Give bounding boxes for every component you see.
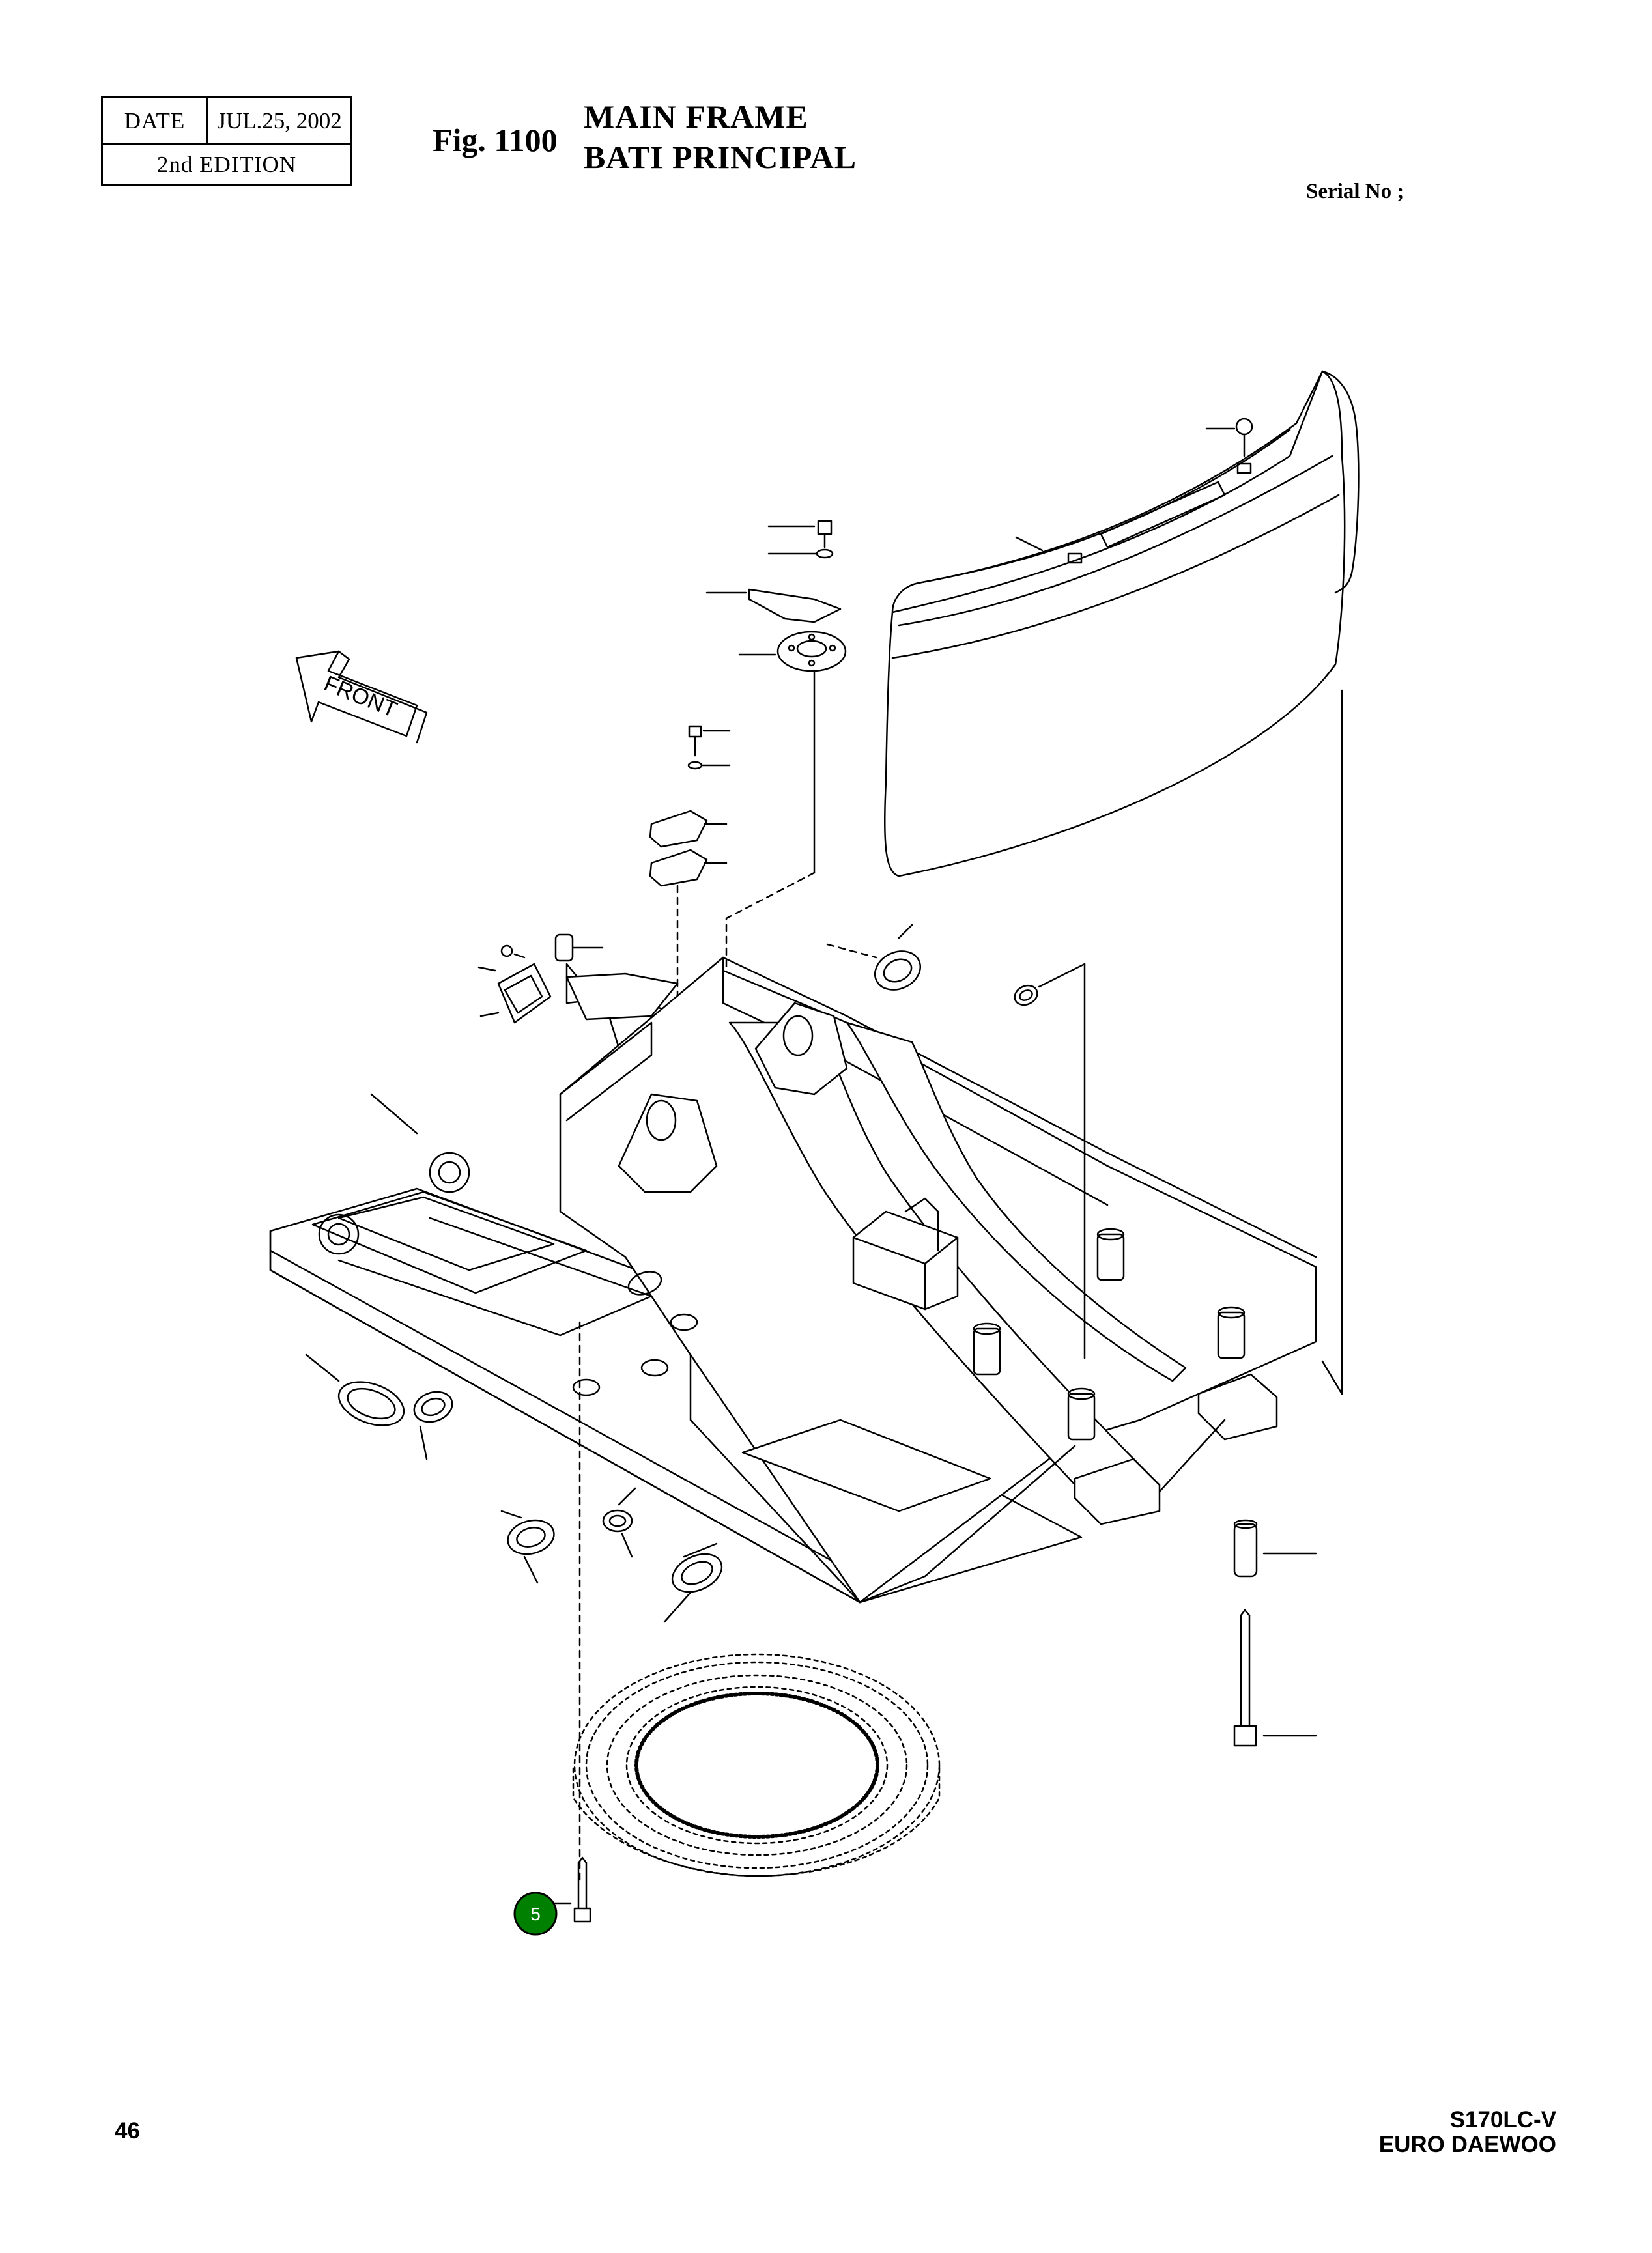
serial-number-label: Serial No ; (1306, 180, 1404, 203)
brand-name: EURO DAEWOO (1378, 2132, 1556, 2157)
date-row: DATE JUL.25, 2002 (103, 98, 350, 145)
frame-posts (973, 1228, 1246, 1441)
front-arrow-icon: FRONT (295, 650, 428, 744)
date-label: DATE (103, 98, 208, 143)
title-english: MAIN FRAME (584, 98, 808, 135)
counterweight (883, 370, 1360, 1395)
leader-line (370, 1093, 418, 1135)
swing-bearing (572, 1653, 941, 1877)
date-value: JUL.25, 2002 (217, 108, 342, 134)
callout-5[interactable]: 5 (513, 1892, 558, 1936)
title-french: BATI PRINCIPAL (584, 139, 857, 175)
bearing-bolt (546, 1856, 591, 1923)
callout-5-label: 5 (530, 1904, 541, 1924)
figure-number: Fig. 1100 (433, 122, 558, 158)
date-box: DATE JUL.25, 2002 2nd EDITION (101, 96, 352, 186)
leader-line (1321, 1360, 1343, 1395)
edition-label: 2nd EDITION (156, 152, 297, 177)
page-number: 46 (115, 2118, 140, 2144)
model-name: S170LC-V (1449, 2107, 1556, 2133)
rear-bolt-assembly (1233, 1519, 1317, 1747)
grommets (305, 924, 1086, 1623)
main-frame (269, 956, 1317, 1604)
